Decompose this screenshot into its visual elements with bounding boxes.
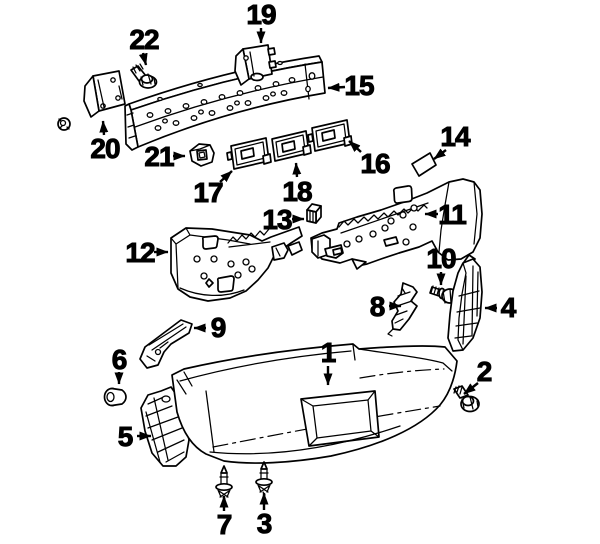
part-15-impact-bar: [124, 55, 326, 151]
callout-label-3[interactable]: 3: [256, 508, 273, 540]
callout-15[interactable]: 15: [327, 70, 376, 102]
part-18-retainer: [271, 130, 312, 162]
part-11-energy-absorber-right: [310, 178, 483, 270]
callout-12[interactable]: 12: [125, 237, 169, 269]
callout-label-17[interactable]: 17: [193, 177, 225, 209]
part-7-push-pin: [215, 465, 233, 500]
callout-7[interactable]: 7: [216, 495, 233, 541]
callout-label-5[interactable]: 5: [117, 421, 134, 453]
callout-label-9[interactable]: 9: [210, 312, 227, 344]
callout-19[interactable]: 19: [246, 0, 278, 44]
callout-11[interactable]: 11: [424, 199, 468, 231]
part-14-pad: [411, 152, 437, 177]
callout-label-15[interactable]: 15: [344, 70, 376, 102]
callout-16[interactable]: 16: [348, 140, 392, 180]
callout-label-13[interactable]: 13: [262, 204, 294, 236]
callout-arrow-14: [433, 148, 447, 160]
callout-8[interactable]: 8: [369, 291, 402, 323]
part-4-side-support: [447, 254, 483, 352]
callout-arrow-15: [327, 82, 346, 92]
callout-label-14[interactable]: 14: [440, 121, 473, 153]
part-8-bracket: [387, 282, 418, 337]
part-17-retainer: [226, 137, 272, 170]
callout-label-20[interactable]: 20: [90, 133, 122, 165]
part-1-bumper-cover: [171, 343, 458, 464]
callout-label-11[interactable]: 11: [438, 199, 468, 231]
part-3-push-pin: [255, 461, 273, 496]
callout-label-19[interactable]: 19: [246, 0, 278, 31]
part-12-energy-absorber-left: [170, 226, 303, 302]
part-21-sensor-clip: [189, 143, 215, 167]
callout-5[interactable]: 5: [117, 421, 152, 453]
callout-label-10[interactable]: 10: [426, 243, 458, 275]
callout-6[interactable]: 6: [111, 344, 128, 385]
callout-label-7[interactable]: 7: [216, 509, 233, 541]
callout-label-16[interactable]: 16: [360, 148, 392, 180]
callout-label-4[interactable]: 4: [500, 292, 518, 324]
part-20-bracket: [57, 70, 126, 131]
callout-label-18[interactable]: 18: [282, 176, 314, 208]
callout-20[interactable]: 20: [90, 120, 122, 165]
callout-label-2[interactable]: 2: [476, 356, 493, 388]
callout-22[interactable]: 22: [129, 24, 161, 66]
callout-13[interactable]: 13: [262, 204, 305, 236]
part-22-bolt: [130, 63, 158, 89]
callout-arrow-16: [348, 140, 362, 153]
callout-label-1[interactable]: 1: [320, 337, 337, 369]
callout-18[interactable]: 18: [282, 162, 314, 208]
callout-17[interactable]: 17: [193, 170, 233, 209]
callout-2[interactable]: 2: [463, 356, 493, 395]
callout-label-21[interactable]: 21: [144, 141, 176, 173]
callout-9[interactable]: 9: [193, 312, 227, 344]
callout-10[interactable]: 10: [426, 243, 458, 286]
callout-label-22[interactable]: 22: [129, 24, 161, 56]
callout-14[interactable]: 14: [433, 121, 473, 160]
part-16-retainer: [307, 119, 353, 152]
callout-label-8[interactable]: 8: [369, 291, 386, 323]
callout-label-12[interactable]: 12: [125, 237, 157, 269]
part-9-bracket: [139, 319, 193, 369]
callout-arrow-17: [219, 170, 233, 183]
callout-arrow-20: [99, 120, 109, 136]
callout-arrow-2: [463, 382, 479, 395]
callout-21[interactable]: 21: [144, 141, 186, 173]
callout-1[interactable]: 1: [320, 337, 337, 386]
callout-arrow-22: [138, 52, 148, 66]
callout-arrow-18: [292, 162, 302, 178]
part-13-clip: [306, 203, 322, 224]
callout-label-6[interactable]: 6: [111, 344, 128, 376]
callout-4[interactable]: 4: [484, 292, 518, 324]
part-5-side-seal: [140, 386, 190, 467]
callout-3[interactable]: 3: [256, 492, 273, 540]
part-6-grommet: [103, 387, 127, 407]
part-2-bolt: [453, 385, 480, 413]
part-19-bracket: [234, 44, 277, 86]
